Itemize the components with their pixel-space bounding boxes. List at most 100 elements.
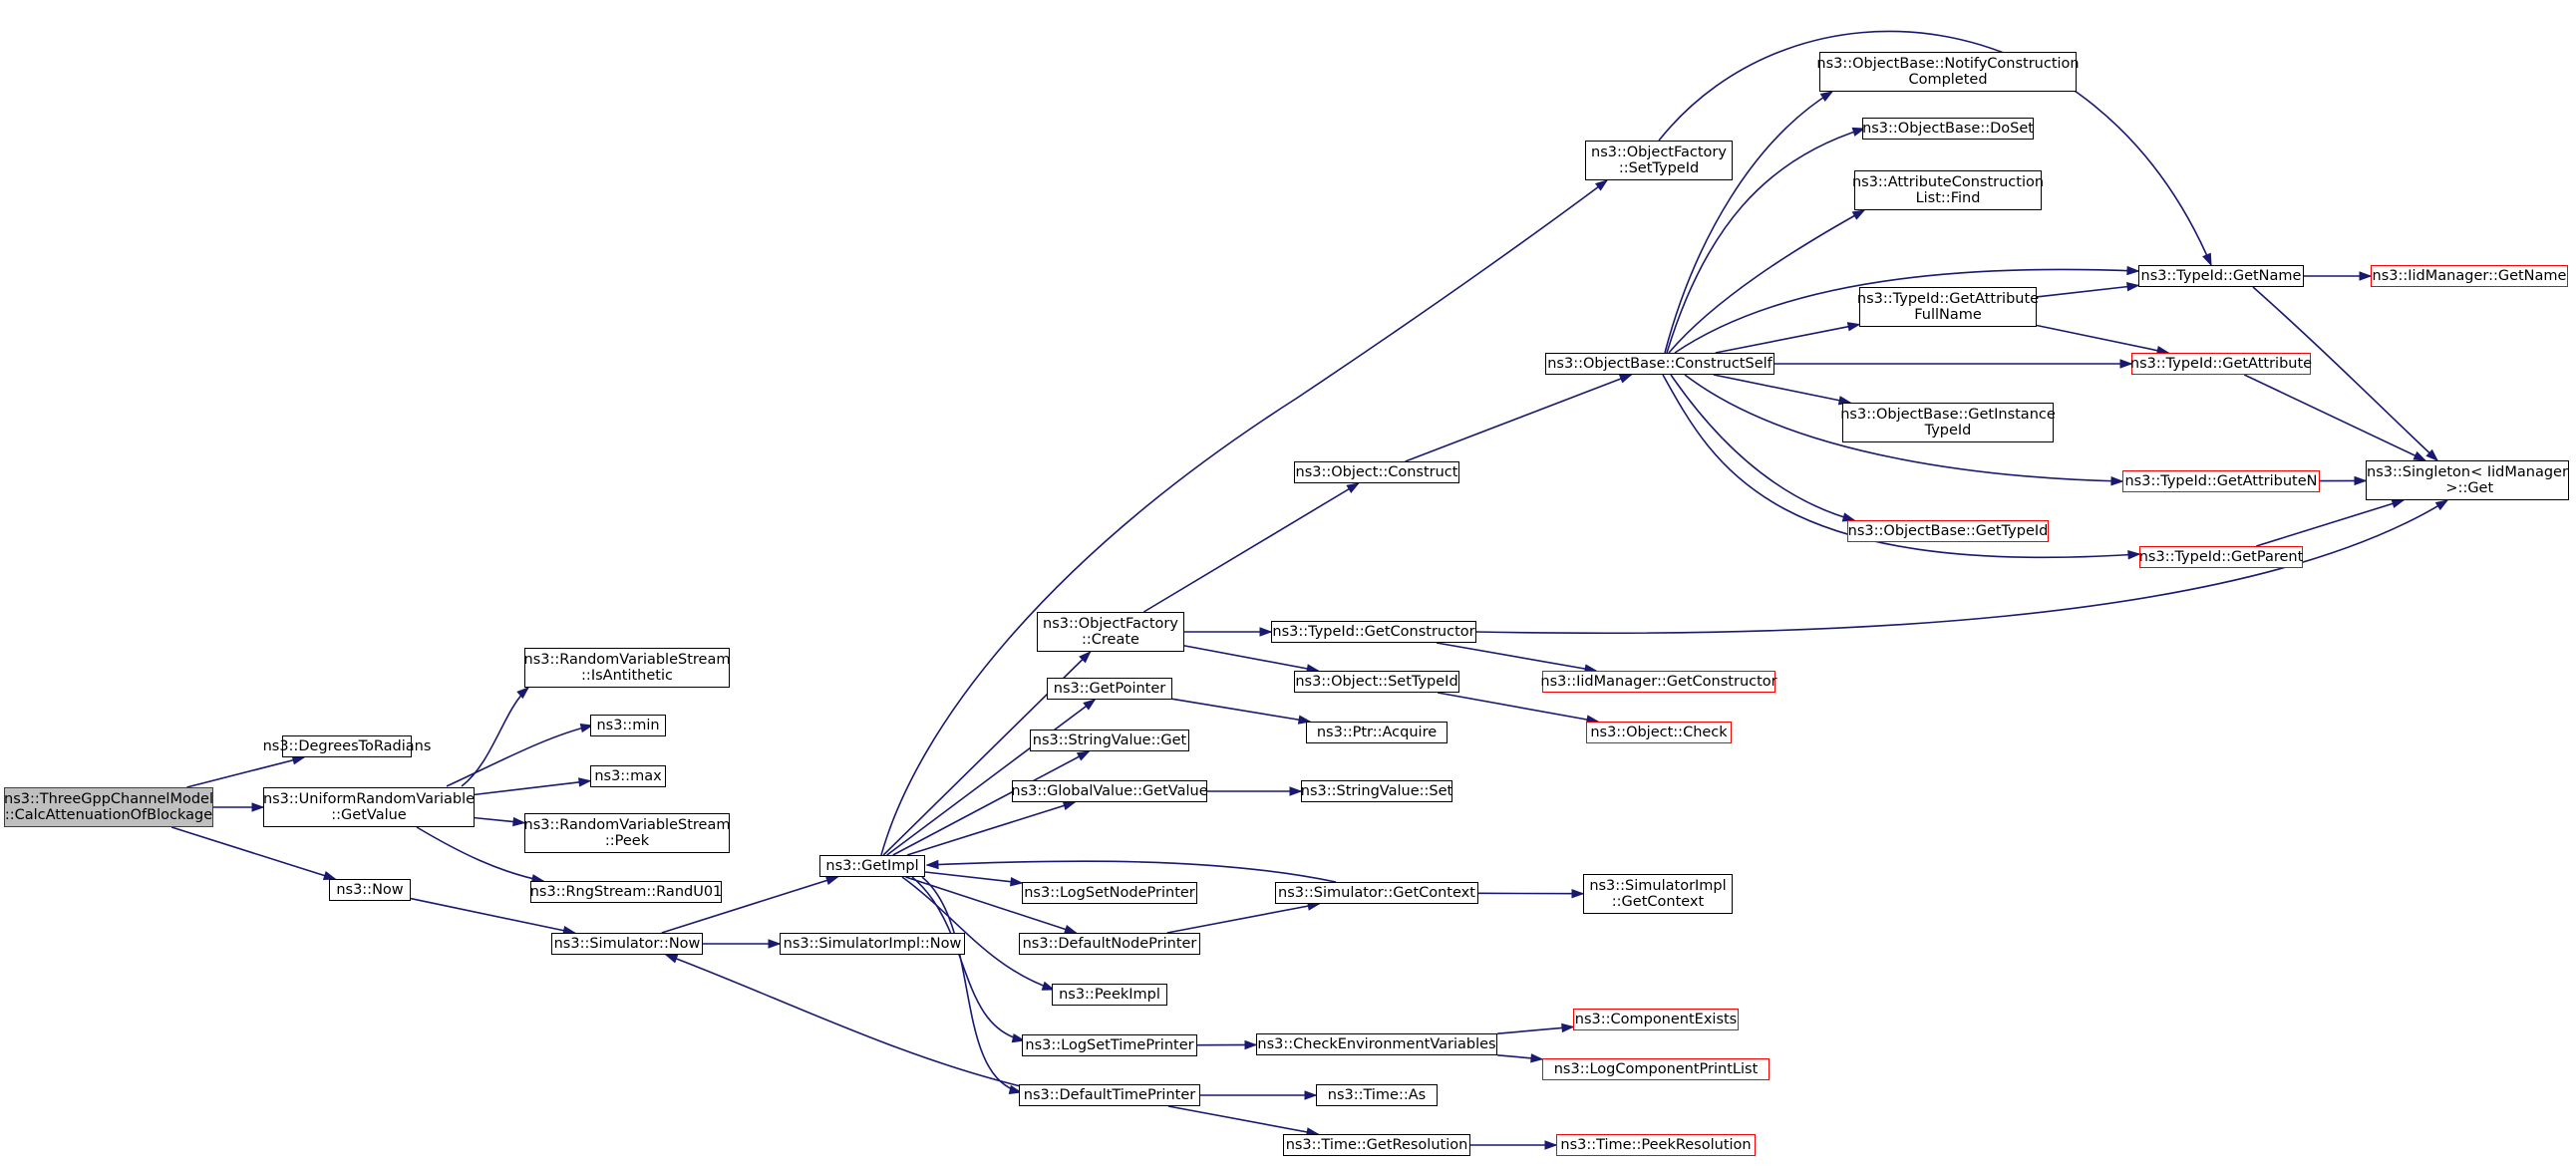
node-root: ns3::ThreeGppChannelModel ::CalcAttenuat… [4,787,213,827]
edge-get-impl-to-get-pointer [887,700,1096,855]
node-obj-check[interactable]: ns3::Object::Check [1586,722,1732,743]
edge-get-impl-to-gv-get-value [907,802,1075,855]
node-sim-get-context[interactable]: ns3::Simulator::GetContext [1275,882,1478,904]
node-check-env[interactable]: ns3::CheckEnvironmentVariables [1256,1033,1497,1055]
node-is-antithetic[interactable]: ns3::RandomVariableStream ::IsAntithetic [524,648,730,688]
node-peek-res[interactable]: ns3::Time::PeekResolution [1556,1134,1756,1156]
edge-root-to-deg-to-rad-arrowhead [292,756,304,764]
edge-construct-self-to-tid-get-parent-arrowhead [2128,551,2139,559]
node-peek-impl[interactable]: ns3::PeekImpl [1052,984,1167,1006]
edge-tid-get-parent-to-singleton-get [2256,500,2404,546]
edge-sim-now-to-get-impl-arrowhead [826,877,838,885]
edge-root-to-uniform-get-value-arrowhead [252,803,263,811]
edge-of-create-to-obj-set-type-id [1184,646,1318,671]
edge-get-impl-to-of-set-type-id [881,180,1607,855]
edge-construct-self-to-notify-constr-arrowhead [1821,92,1832,101]
node-tid-get-parent[interactable]: ns3::TypeId::GetParent [2139,546,2303,568]
edge-construct-self-to-tid-get-name-arrowhead [2127,267,2138,275]
edge-tid-get-name-to-iid-get-name-arrowhead [2360,272,2371,280]
node-rand-u01[interactable]: ns3::RngStream::RandU01 [530,881,722,903]
node-def-time[interactable]: ns3::DefaultTimePrinter [1019,1084,1200,1106]
edge-get-attr-full-name-to-tid-get-name [2037,285,2138,297]
edge-get-impl-to-of-set-type-id-arrowhead [1596,180,1607,190]
node-str-val-get[interactable]: ns3::StringValue::Get [1030,730,1189,751]
node-of-set-type-id[interactable]: ns3::ObjectFactory ::SetTypeId [1585,141,1733,180]
node-iid-get-name[interactable]: ns3::IidManager::GetName [2371,265,2568,287]
edge-of-create-to-tid-get-ctor-arrowhead [1260,628,1271,636]
edge-get-impl-to-log-set-time [912,877,1024,1040]
node-log-comp-print[interactable]: ns3::LogComponentPrintList [1542,1058,1770,1080]
node-log-set-node[interactable]: ns3::LogSetNodePrinter [1022,882,1197,904]
node-time-get-res[interactable]: ns3::Time::GetResolution [1283,1134,1470,1156]
node-sim-now[interactable]: ns3::Simulator::Now [551,933,703,955]
node-rvs-peek[interactable]: ns3::RandomVariableStream ::Peek [524,813,730,853]
node-obj-set-type-id[interactable]: ns3::Object::SetTypeId [1294,671,1459,693]
node-str-val-set[interactable]: ns3::StringValue::Set [1301,780,1452,802]
node-notify-constr[interactable]: ns3::ObjectBase::NotifyConstruction Comp… [1819,52,2077,92]
edge-tid-get-ctor-to-singleton-get-arrowhead [2436,500,2447,509]
node-comp-exists[interactable]: ns3::ComponentExists [1573,1009,1739,1030]
edge-construct-self-to-acl-find-arrowhead [1852,210,1864,219]
node-sim-impl-get-ctx[interactable]: ns3::SimulatorImpl ::GetContext [1583,874,1733,914]
edge-uniform-get-value-to-min [447,726,592,786]
node-time-as[interactable]: ns3::Time::As [1316,1084,1438,1106]
node-uniform-get-value[interactable]: ns3::UniformRandomVariable ::GetValue [263,787,475,827]
edge-tid-get-attr-to-singleton-get-arrowhead [2414,452,2425,460]
node-gv-get-value[interactable]: ns3::GlobalValue::GetValue [1012,780,1207,802]
node-get-inst-type-id[interactable]: ns3::ObjectBase::GetInstance TypeId [1842,403,2054,442]
node-of-create[interactable]: ns3::ObjectFactory ::Create [1037,612,1184,652]
node-max[interactable]: ns3::max [590,765,666,787]
node-ob-get-type-id[interactable]: ns3::ObjectBase::GetTypeId [1847,520,2049,542]
edge-obj-set-type-id-to-obj-check [1438,693,1598,722]
edge-get-impl-to-gv-get-value-arrowhead [1063,801,1075,809]
edge-root-to-deg-to-rad [186,757,304,787]
edge-obj-construct-to-construct-self-arrowhead [1620,375,1632,383]
node-tid-get-name[interactable]: ns3::TypeId::GetName [2138,265,2304,287]
node-log-set-time[interactable]: ns3::LogSetTimePrinter [1022,1034,1197,1056]
edge-obj-construct-to-construct-self [1406,375,1632,461]
edge-of-create-to-obj-construct [1143,483,1358,612]
node-deg-to-rad[interactable]: ns3::DegreesToRadians [282,735,412,757]
edge-uniform-get-value-to-is-antithetic [462,688,528,786]
node-acl-find[interactable]: ns3::AttributeConstruction List::Find [1854,170,2042,210]
edge-get-impl-to-get-pointer-arrowhead [1084,700,1095,710]
edge-check-env-to-comp-exists-arrowhead [1562,1023,1573,1031]
node-now[interactable]: ns3::Now [329,879,411,901]
edge-construct-self-to-get-attr-full-name [1716,325,1859,353]
node-def-node[interactable]: ns3::DefaultNodePrinter [1019,933,1200,955]
edge-construct-self-to-ob-get-type-id [1671,375,1854,520]
edge-log-set-time-to-check-env-arrowhead [1245,1040,1256,1048]
edge-now-to-sim-now [411,899,574,933]
edge-def-time-to-sim-now-arrowhead [666,955,678,963]
edge-get-attr-full-name-to-tid-get-attr [2037,326,2168,353]
edge-get-pointer-to-ptr-acquire [1172,699,1310,722]
edge-uniform-get-value-to-is-antithetic-arrowhead [517,688,528,698]
node-construct-self[interactable]: ns3::ObjectBase::ConstructSelf [1545,353,1774,375]
edge-of-set-type-id-to-tid-get-name-arrowhead [2203,253,2211,265]
edge-uniform-get-value-to-max [475,781,590,795]
node-min[interactable]: ns3::min [590,715,666,736]
edge-root-to-now [171,827,335,879]
edge-def-time-to-time-as-arrowhead [1305,1091,1316,1099]
node-get-pointer[interactable]: ns3::GetPointer [1047,678,1172,700]
edge-construct-self-to-acl-find [1669,210,1864,353]
node-ptr-acquire[interactable]: ns3::Ptr::Acquire [1306,722,1448,743]
node-iid-get-ctor[interactable]: ns3::IidManager::GetConstructor [1542,671,1775,693]
node-obj-construct[interactable]: ns3::Object::Construct [1294,461,1459,483]
edge-sim-get-context-to-get-impl-arrowhead [927,861,938,869]
edge-get-impl-to-str-val-get-arrowhead [1078,751,1090,760]
node-get-impl[interactable]: ns3::GetImpl [819,855,925,877]
node-tid-get-attr-n[interactable]: ns3::TypeId::GetAttributeN [2122,470,2320,492]
node-sim-impl-now[interactable]: ns3::SimulatorImpl::Now [780,933,965,955]
node-get-attr-full-name[interactable]: ns3::TypeId::GetAttribute FullName [1859,287,2037,327]
node-singleton-get[interactable]: ns3::Singleton< IidManager >::Get [2366,460,2569,500]
node-tid-get-attr[interactable]: ns3::TypeId::GetAttribute [2131,353,2311,375]
edge-def-time-to-time-get-res [1168,1106,1318,1134]
node-tid-get-ctor[interactable]: ns3::TypeId::GetConstructor [1271,621,1476,643]
node-do-set[interactable]: ns3::ObjectBase::DoSet [1862,118,2034,140]
edge-tid-get-attr-n-to-singleton-get-arrowhead [2355,476,2366,484]
edge-sim-now-to-sim-impl-now-arrowhead [769,940,780,948]
edge-uniform-get-value-to-max-arrowhead [579,778,590,786]
